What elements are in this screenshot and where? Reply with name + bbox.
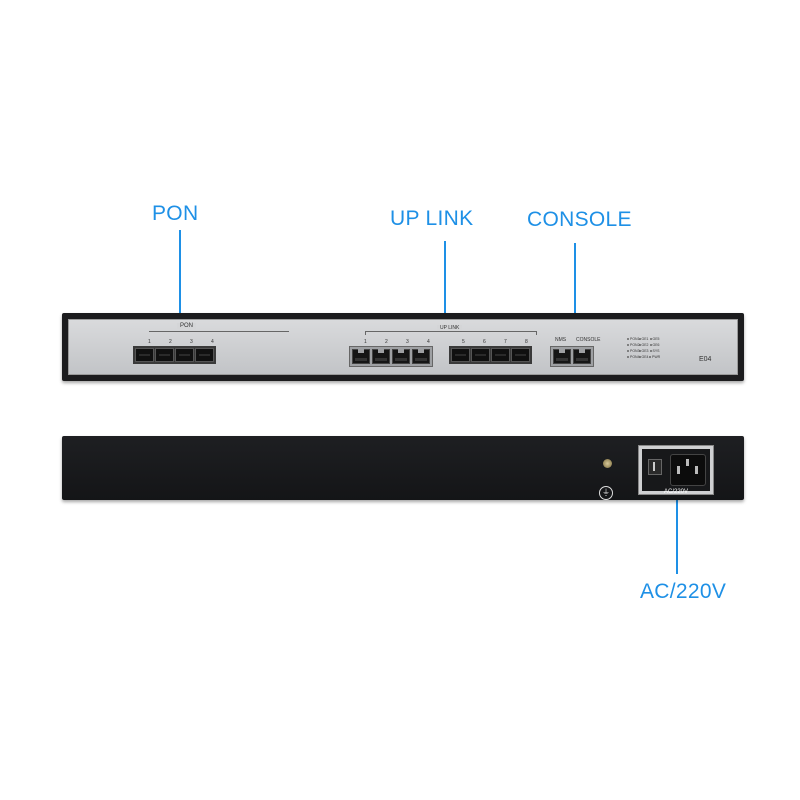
power-pin-icon — [686, 459, 689, 466]
uplink-sfp-port[interactable] — [511, 348, 530, 362]
pon-group-label: PON — [177, 323, 197, 329]
uplink-rj45-ports — [349, 346, 433, 367]
pon-sfp-port[interactable] — [175, 348, 194, 362]
led-indicator: GE3 — [638, 348, 649, 354]
pon-sfp-port[interactable] — [195, 348, 214, 362]
power-switch[interactable] — [648, 459, 662, 475]
power-label: AC/220V — [663, 489, 688, 495]
led-indicator: PWR — [649, 354, 660, 360]
uplink-rj45-port[interactable] — [412, 349, 430, 364]
led-indicator: PON4 — [627, 354, 640, 360]
led-indicator: GE6 — [649, 342, 660, 348]
pon-port-number: 1 — [148, 339, 151, 345]
led-indicator: SYS — [649, 348, 660, 354]
led-indicator: PON3 — [627, 348, 640, 354]
led-indicator: GE2 — [638, 342, 649, 348]
uplink-sfp-port[interactable] — [491, 348, 510, 362]
uplink-port-number: 1 — [364, 339, 367, 345]
pon-callout: PON — [152, 202, 199, 225]
power-pin-icon — [677, 466, 680, 474]
pon-group-line — [149, 331, 289, 332]
power-module: AC/220V — [638, 445, 714, 495]
console-label: CONSOLE — [576, 337, 601, 343]
front-panel: PON 1 2 3 4 UP LINK 1 2 3 4 5 6 7 8 — [62, 313, 744, 381]
uplink-rj45-port[interactable] — [352, 349, 370, 364]
uplink-group-tick — [536, 331, 537, 335]
console-port[interactable] — [573, 349, 591, 364]
model-label: E04 — [699, 356, 712, 363]
ground-screw-icon — [603, 459, 612, 468]
uplink-rj45-port[interactable] — [372, 349, 390, 364]
nms-label: NMS — [555, 337, 567, 343]
front-faceplate: PON 1 2 3 4 UP LINK 1 2 3 4 5 6 7 8 — [68, 319, 738, 375]
uplink-port-number: 8 — [525, 339, 528, 345]
ground-symbol-icon: ⏚ — [599, 486, 613, 500]
uplink-group-tick — [365, 331, 366, 335]
uplink-group-label: UP LINK — [437, 325, 463, 331]
pon-port-number: 2 — [169, 339, 172, 345]
console-callout: CONSOLE — [527, 208, 632, 231]
uplink-pointer-line — [444, 241, 446, 325]
led-indicator: GE4 — [638, 354, 649, 360]
uplink-sfp-port[interactable] — [451, 348, 470, 362]
led-indicator: PON1 — [627, 336, 640, 342]
led-indicator: GE5 — [649, 336, 660, 342]
nms-port[interactable] — [553, 349, 571, 364]
led-indicator: GE1 — [638, 336, 649, 342]
uplink-port-number: 4 — [427, 339, 430, 345]
power-socket[interactable] — [670, 454, 706, 486]
uplink-callout: UP LINK — [390, 207, 474, 230]
pon-port-number: 3 — [190, 339, 193, 345]
ac-pointer-line — [676, 500, 678, 574]
uplink-port-number: 5 — [462, 339, 465, 345]
pon-sfp-port[interactable] — [135, 348, 154, 362]
pon-ports — [133, 346, 216, 364]
uplink-port-number: 7 — [504, 339, 507, 345]
pon-sfp-port[interactable] — [155, 348, 174, 362]
uplink-sfp-ports — [449, 346, 532, 364]
pon-port-number: 4 — [211, 339, 214, 345]
led-indicators: PON1 GE1 GE5 PON2 GE2 GE6 PON3 GE3 SYS P… — [627, 336, 660, 360]
uplink-rj45-port[interactable] — [392, 349, 410, 364]
uplink-port-number: 6 — [483, 339, 486, 345]
uplink-sfp-port[interactable] — [471, 348, 490, 362]
management-ports — [550, 346, 594, 367]
power-pin-icon — [695, 466, 698, 474]
uplink-port-number: 2 — [385, 339, 388, 345]
pon-pointer-line — [179, 230, 181, 318]
back-panel: ⏚ AC/220V — [62, 436, 744, 500]
uplink-group-line — [365, 331, 537, 332]
power-module-inner — [642, 449, 710, 491]
console-pointer-line — [574, 243, 576, 323]
uplink-port-number: 3 — [406, 339, 409, 345]
power-switch-mark-icon — [653, 462, 655, 471]
led-indicator: PON2 — [627, 342, 640, 348]
ac-callout: AC/220V — [640, 580, 727, 603]
